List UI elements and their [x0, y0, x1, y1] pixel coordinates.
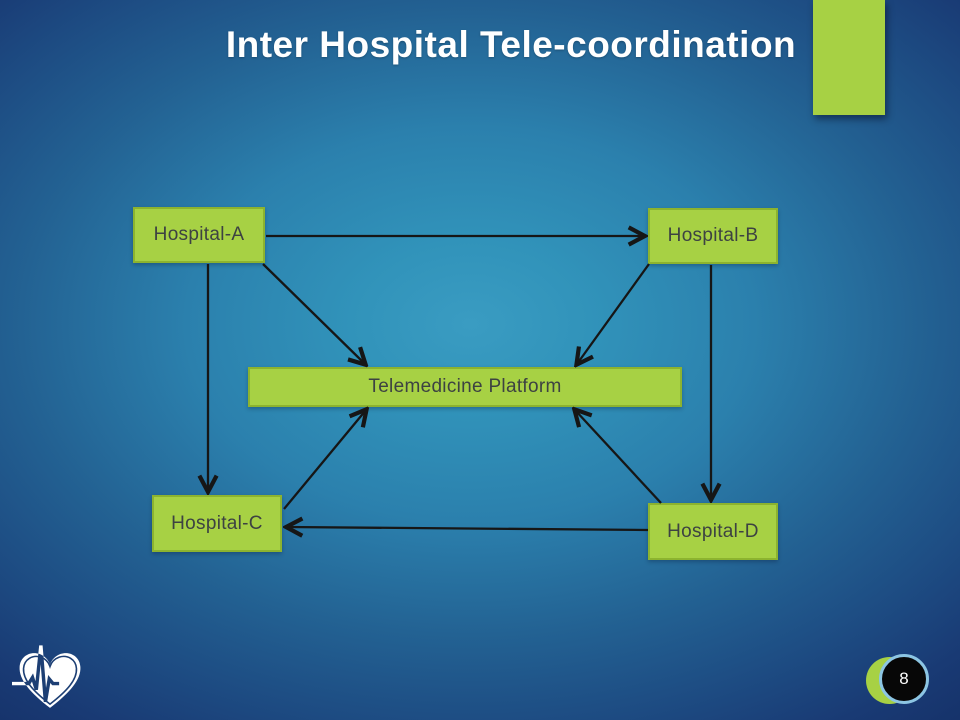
node-label: Hospital-B [667, 225, 759, 246]
node-label: Hospital-C [171, 512, 263, 534]
edge-hospital-a-to-platform [262, 263, 365, 364]
node-telemedicine-platform: Telemedicine Platform [248, 367, 682, 407]
accent-bar [813, 0, 885, 115]
edge-hospital-c-to-platform [283, 410, 366, 510]
node-hospital-b: Hospital-B [648, 208, 778, 264]
node-label: Telemedicine Platform [368, 376, 562, 397]
node-hospital-c: Hospital-C [152, 495, 282, 552]
node-hospital-d: Hospital-D [648, 503, 778, 560]
edge-hospital-d-to-hospital-c [287, 527, 649, 530]
node-label: Hospital-A [153, 224, 245, 245]
node-label: Hospital-D [667, 520, 759, 542]
node-hospital-a: Hospital-A [133, 207, 265, 263]
page-number-badge: 8 [879, 654, 929, 704]
edge-hospital-d-to-platform [575, 410, 662, 504]
page-number: 8 [899, 669, 909, 688]
heart-ekg-logo-icon [12, 645, 81, 708]
page-title: Inter Hospital Tele-coordination [225, 24, 797, 65]
edge-hospital-b-to-platform [577, 263, 650, 364]
